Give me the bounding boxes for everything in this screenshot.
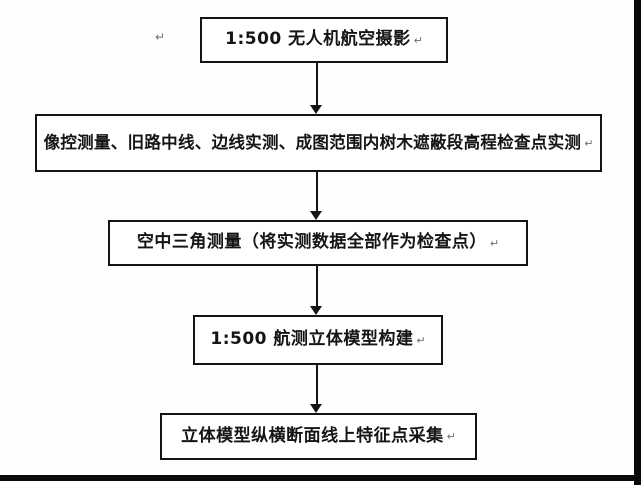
paragraph-return-mark: ↵ bbox=[584, 136, 594, 150]
arrow-head-icon bbox=[310, 211, 322, 220]
step-label: 像控测量、旧路中线、边线实测、成图范围内树木遮蔽段高程检查点实测 bbox=[43, 132, 582, 152]
flow-arrow-down-4 bbox=[310, 365, 323, 413]
paragraph-return-mark: ↵ bbox=[155, 30, 166, 44]
page-edge-bottom-bar bbox=[0, 475, 641, 481]
flowchart-step-uav-aerial-photography: 1:500 无人机航空摄影 ↵ bbox=[200, 17, 448, 63]
paragraph-return-mark: ↵ bbox=[489, 236, 500, 250]
flowchart-step-feature-point-collection: 立体模型纵横断面线上特征点采集 ↵ bbox=[160, 413, 477, 460]
step-label: 1:500 航测立体模型构建 bbox=[210, 329, 414, 350]
step-label: 立体模型纵横断面线上特征点采集 bbox=[181, 425, 444, 446]
flowchart-step-aerial-triangulation: 空中三角测量（将实测数据全部作为检查点） ↵ bbox=[108, 220, 528, 266]
step-label: 1:500 无人机航空摄影 bbox=[225, 29, 411, 50]
step-label: 空中三角测量（将实测数据全部作为检查点） bbox=[136, 232, 487, 253]
flow-arrow-down-3 bbox=[310, 266, 323, 315]
arrow-shaft bbox=[315, 172, 318, 211]
flow-arrow-down-2 bbox=[310, 172, 323, 220]
arrow-head-icon bbox=[310, 404, 322, 413]
flowchart-step-stereo-model-construction: 1:500 航测立体模型构建 ↵ bbox=[193, 315, 443, 365]
flowchart-step-field-survey: 像控测量、旧路中线、边线实测、成图范围内树木遮蔽段高程检查点实测 ↵ bbox=[35, 114, 602, 172]
paragraph-return-mark: ↵ bbox=[416, 333, 426, 347]
arrow-shaft bbox=[315, 63, 318, 105]
page-edge-right-bar bbox=[634, 0, 641, 485]
arrow-head-icon bbox=[310, 105, 322, 114]
paragraph-return-mark: ↵ bbox=[446, 430, 456, 444]
arrow-shaft bbox=[315, 266, 318, 306]
arrow-shaft bbox=[315, 365, 318, 404]
flow-arrow-down-1 bbox=[310, 63, 323, 114]
paragraph-return-mark: ↵ bbox=[413, 33, 423, 47]
arrow-head-icon bbox=[310, 306, 322, 315]
